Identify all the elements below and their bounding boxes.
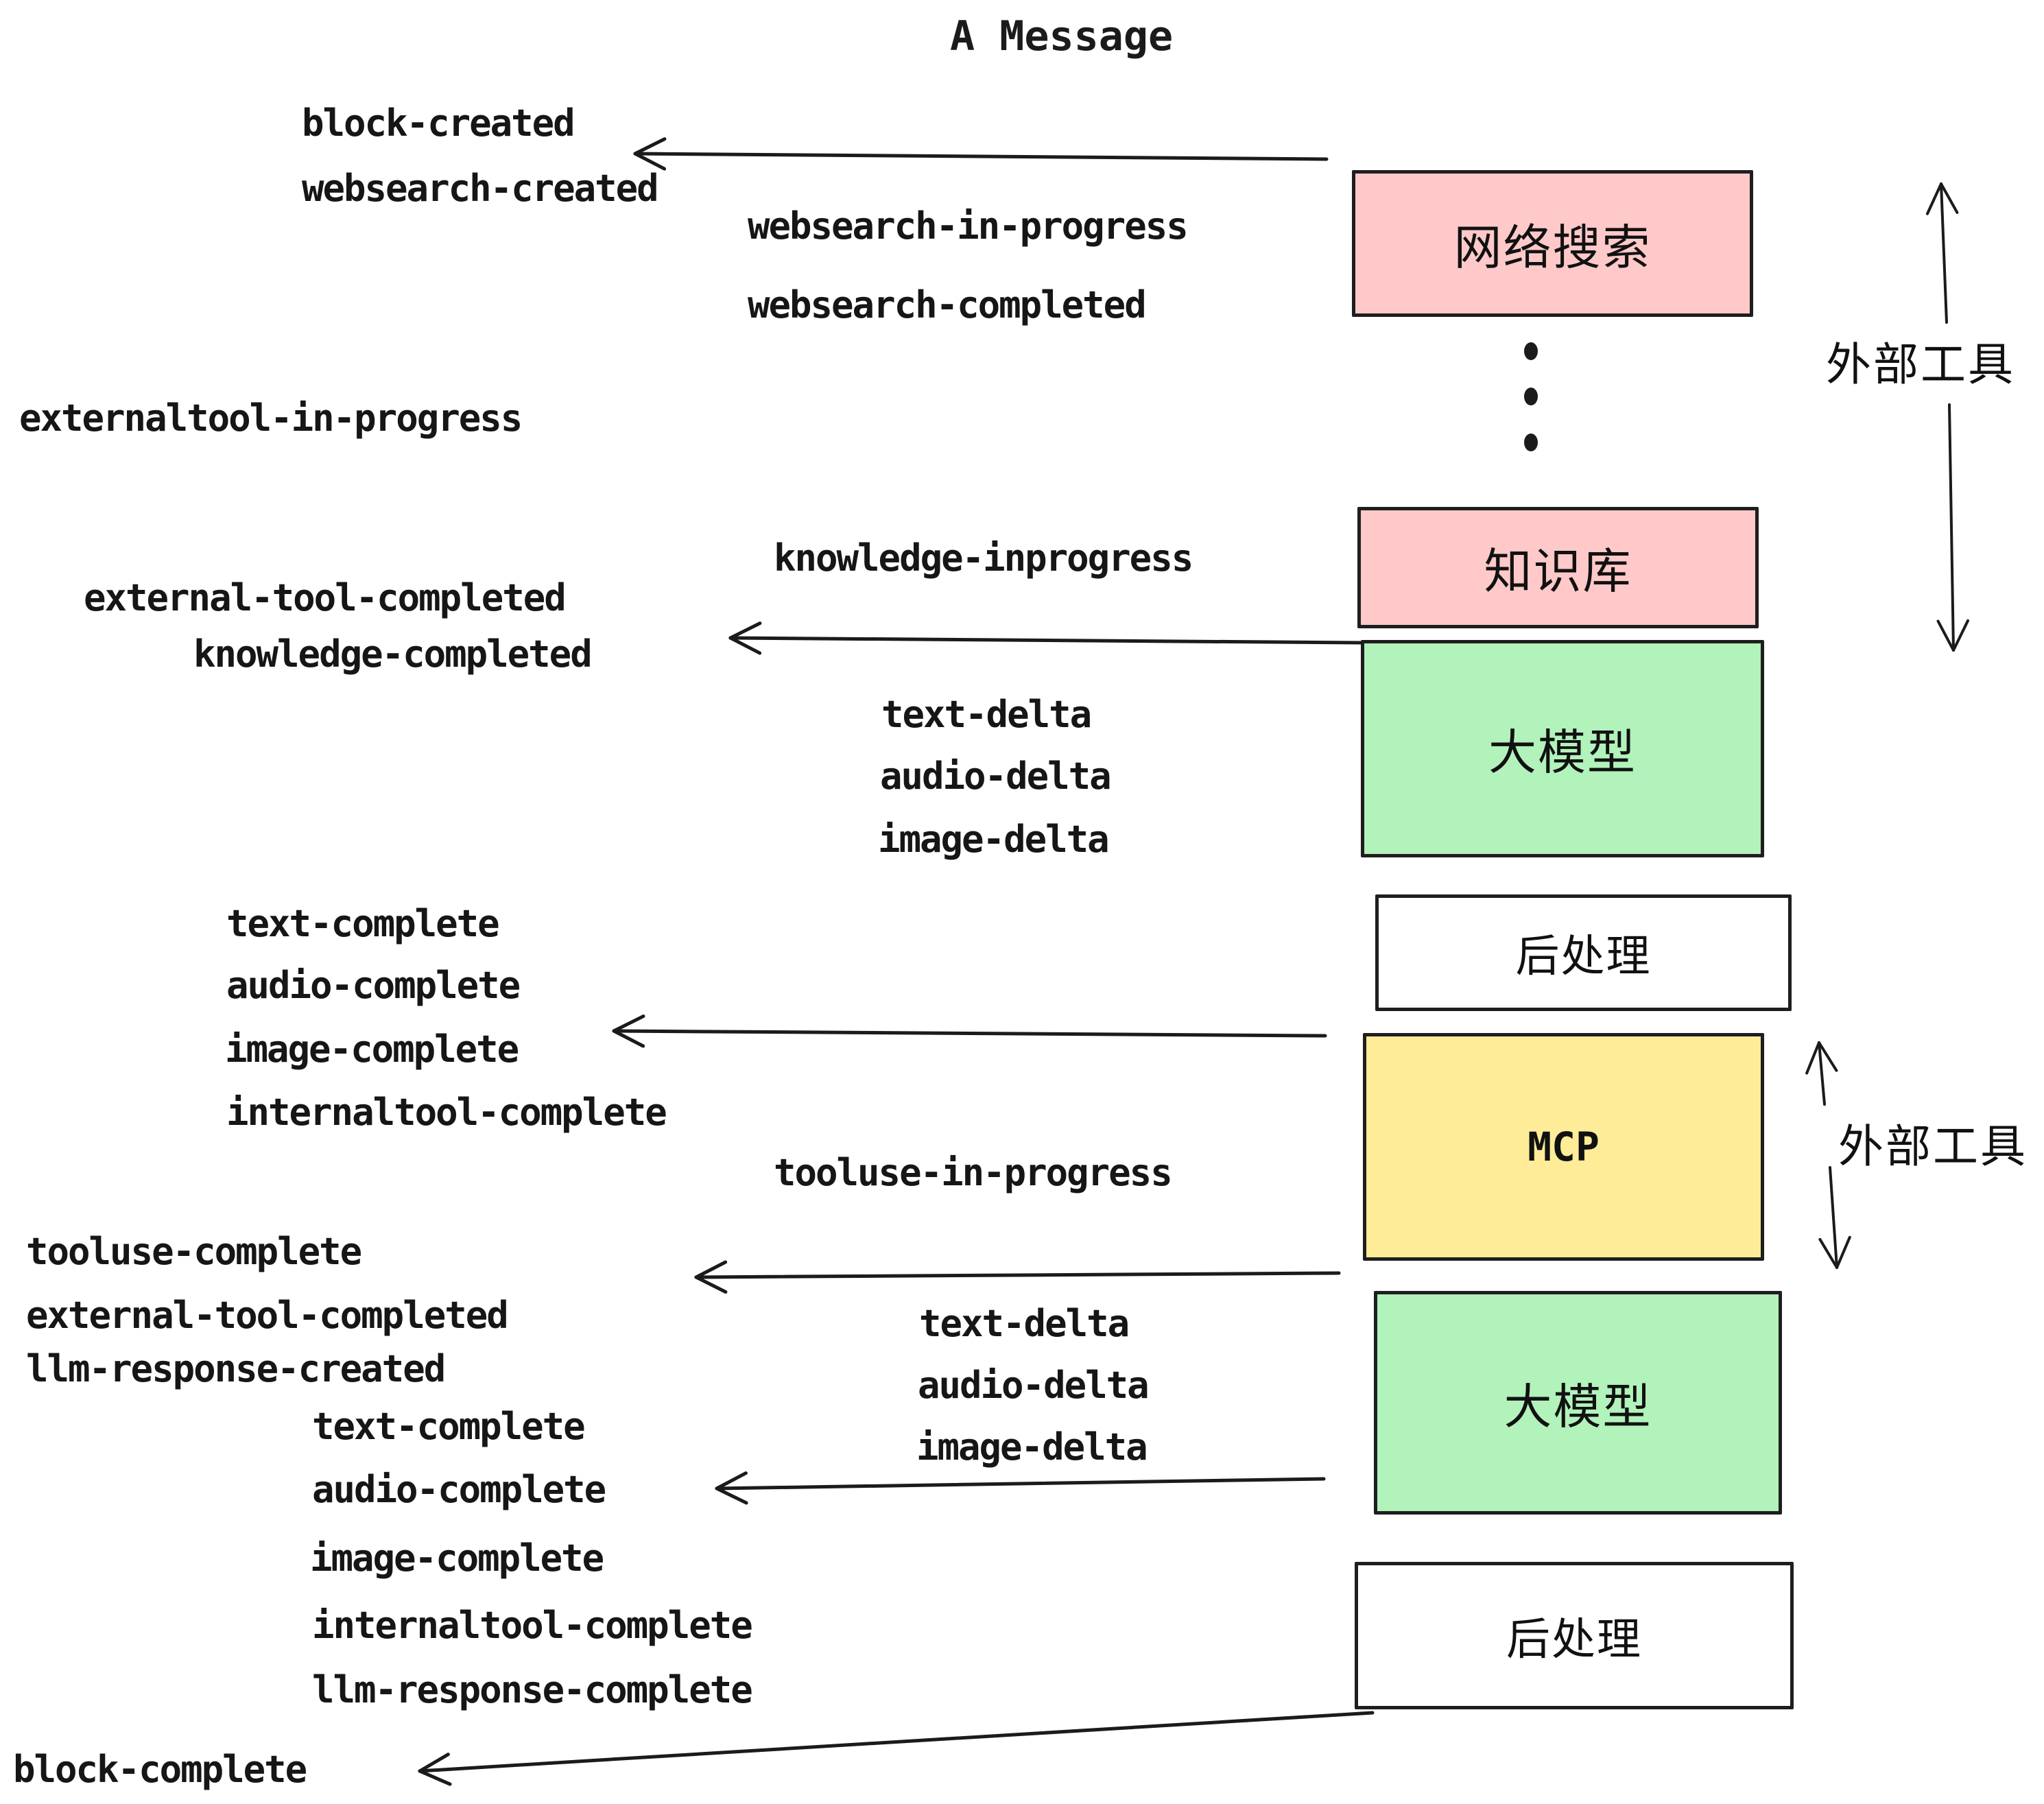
knowledge-box: 知识库	[1357, 507, 1759, 628]
external-tool-span-2-up	[1805, 1041, 1838, 1106]
post-process-box-2: 后处理	[1355, 1562, 1794, 1709]
event-label: websearch-created	[302, 167, 659, 210]
post-process-box-1: 后处理	[1375, 894, 1792, 1011]
event-label: text-complete	[312, 1405, 586, 1448]
event-label: tooluse-in-progress	[774, 1151, 1173, 1194]
llm-box-2: 大模型	[1374, 1291, 1782, 1515]
event-label: audio-complete	[226, 964, 521, 1007]
external-tool-span-1-up	[1925, 182, 1959, 324]
event-label: image-delta	[916, 1425, 1148, 1469]
post-process-box-1-label: 后处理	[1515, 931, 1652, 981]
event-label: knowledge-completed	[193, 632, 593, 676]
event-label: audio-delta	[880, 755, 1112, 798]
vertical-ellipsis	[1524, 342, 1538, 451]
event-label: text-delta	[881, 693, 1092, 736]
websearch-box-label: 网络搜索	[1453, 220, 1652, 274]
arrow-block-created	[633, 137, 1329, 171]
llm-box-1: 大模型	[1361, 640, 1764, 857]
event-label: internaltool-complete	[312, 1604, 753, 1647]
external-tool-span-2-down	[1818, 1166, 1851, 1269]
post-process-box-2-label: 后处理	[1506, 1614, 1642, 1664]
diagram-title: A Message	[950, 12, 1174, 60]
mcp-box: MCP	[1363, 1033, 1764, 1261]
websearch-box: 网络搜索	[1352, 170, 1753, 317]
event-label: knowledge-inprogress	[774, 536, 1193, 580]
event-label: text-delta	[919, 1302, 1130, 1345]
event-label: text-complete	[226, 902, 500, 945]
knowledge-box-label: 知识库	[1484, 545, 1632, 598]
event-label: websearch-completed	[748, 283, 1147, 327]
external-tool-span-1-down	[1936, 403, 1970, 652]
event-label: audio-complete	[312, 1468, 606, 1511]
event-label: llm-response-created	[26, 1347, 446, 1390]
arrow-image-complete-1	[612, 1014, 1327, 1048]
event-label: block-complete	[13, 1748, 307, 1791]
event-label: block-created	[302, 102, 575, 145]
event-label: externaltool-in-progress	[19, 396, 523, 440]
external-tools-label: 外部工具	[1826, 339, 2015, 390]
event-label: tooluse-complete	[26, 1230, 362, 1273]
event-label: audio-delta	[918, 1364, 1150, 1407]
event-label: image-delta	[878, 818, 1110, 861]
mcp-box-label: MCP	[1528, 1124, 1600, 1170]
arrow-knowledge-completed	[728, 621, 1363, 655]
external-tools-label: 外部工具	[1838, 1121, 2028, 1172]
llm-box-2-label: 大模型	[1504, 1379, 1652, 1434]
arrow-tooluse-complete	[694, 1260, 1341, 1294]
event-label: llm-response-complete	[312, 1668, 753, 1711]
arrow-audio-complete-2	[715, 1471, 1326, 1505]
llm-box-1-label: 大模型	[1488, 726, 1637, 779]
event-label: external-tool-completed	[84, 576, 567, 619]
arrow-block-complete	[418, 1711, 1375, 1786]
event-label: external-tool-completed	[26, 1294, 509, 1337]
event-label: internaltool-complete	[226, 1091, 667, 1134]
event-label: image-complete	[310, 1536, 604, 1580]
event-label: image-complete	[225, 1028, 519, 1071]
event-label: websearch-in-progress	[748, 204, 1189, 248]
